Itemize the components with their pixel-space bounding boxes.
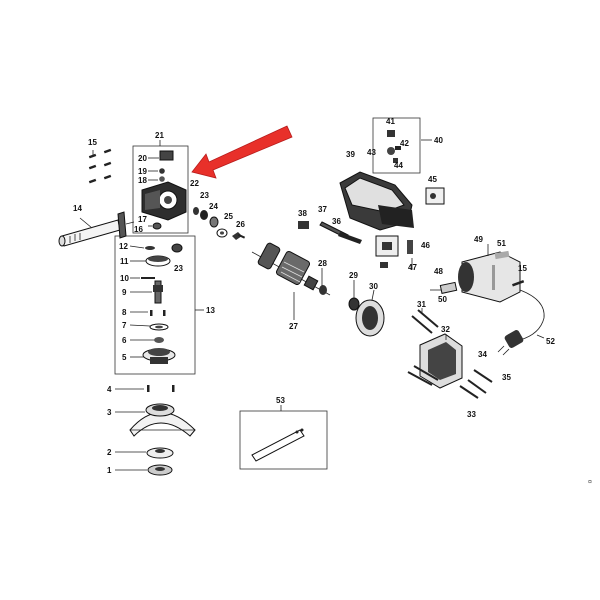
callout-9: 9 [122, 288, 127, 297]
label-51 [494, 250, 510, 260]
long-screws [407, 309, 493, 399]
callout-50: 50 [438, 295, 447, 304]
callout-28: 28 [318, 259, 327, 268]
leader-lines [79, 139, 545, 471]
callout-43: 43 [367, 148, 376, 157]
callout-labels: 15 21 20 19 18 22 23 14 17 16 24 25 26 1… [73, 117, 555, 475]
switch-lever [298, 221, 362, 244]
edge-mark: ¤ [588, 479, 592, 486]
callout-47: 47 [408, 263, 417, 272]
spindle-group-box [114, 235, 196, 375]
rear-housing [458, 251, 521, 303]
callout-39: 39 [346, 150, 355, 159]
callout-36: 36 [332, 217, 341, 226]
callout-24: 24 [209, 202, 218, 211]
callout-44: 44 [394, 161, 403, 170]
callout-18: 18 [138, 176, 147, 185]
callout-45: 45 [428, 175, 437, 184]
wheel-guard [129, 385, 196, 437]
callout-22: 22 [190, 179, 199, 188]
callout-23: 23 [200, 191, 209, 200]
callout-31: 31 [417, 300, 426, 309]
callout-51: 51 [497, 239, 506, 248]
baffle [355, 299, 385, 337]
callout-37: 37 [318, 205, 327, 214]
callout-33: 33 [467, 410, 476, 419]
outer-flange-nut [147, 464, 173, 476]
callout-32: 32 [441, 325, 450, 334]
switch-block [375, 187, 445, 268]
callout-27: 27 [289, 322, 298, 331]
callout-29: 29 [349, 271, 358, 280]
callout-17: 17 [138, 215, 147, 224]
callout-41: 41 [386, 117, 395, 126]
callout-46: 46 [421, 241, 430, 250]
switch-parts [387, 130, 401, 163]
screw-15-right [512, 280, 525, 287]
callout-49: 49 [474, 235, 483, 244]
callout-10: 10 [120, 274, 129, 283]
gear-housing [141, 181, 187, 221]
callout-5: 5 [122, 353, 127, 362]
callout-52: 52 [546, 337, 555, 346]
callout-16: 16 [134, 225, 143, 234]
callout-7: 7 [122, 321, 127, 330]
bearing-row [193, 207, 246, 240]
callout-26: 26 [236, 220, 245, 229]
side-handle [58, 211, 135, 247]
callout-42: 42 [400, 139, 409, 148]
bearing-16 [152, 222, 162, 230]
callout-20: 20 [138, 154, 147, 163]
switch-group-box [372, 117, 421, 174]
callout-30: 30 [369, 282, 378, 291]
highlight-arrow [191, 125, 293, 179]
callout-4: 4 [107, 385, 112, 394]
lock-button [159, 150, 174, 161]
spindle-group [141, 243, 183, 364]
wrench-group-box [239, 410, 328, 470]
spring-19 [159, 168, 165, 174]
callout-40: 40 [434, 136, 443, 145]
callout-1: 1 [107, 466, 112, 475]
callout-14: 14 [73, 204, 82, 213]
callout-3: 3 [107, 408, 112, 417]
callout-21: 21 [155, 131, 164, 140]
callout-38: 38 [298, 209, 307, 218]
callout-12: 12 [119, 242, 128, 251]
callout-8: 8 [122, 308, 127, 317]
callout-15: 15 [88, 138, 97, 147]
callout-35: 35 [502, 373, 511, 382]
callout-6: 6 [122, 336, 127, 345]
spanner-wrench [251, 428, 305, 462]
callout-2: 2 [107, 448, 112, 457]
label-50 [439, 281, 458, 294]
screws-left [88, 148, 112, 184]
stator-field [419, 333, 463, 389]
callout-15b: 15 [518, 264, 527, 273]
callout-23b: 23 [174, 264, 183, 273]
armature [251, 242, 331, 296]
bearing-29 [348, 297, 360, 311]
power-cord [497, 289, 545, 356]
callout-48: 48 [434, 267, 443, 276]
callout-19: 19 [138, 167, 147, 176]
washer-18 [159, 176, 165, 182]
callout-34: 34 [478, 350, 487, 359]
callout-11: 11 [120, 257, 129, 266]
callout-13: 13 [206, 306, 215, 315]
callout-53: 53 [276, 396, 285, 405]
motor-housing [339, 171, 414, 231]
gear-housing-group-box [132, 145, 189, 234]
callout-25: 25 [224, 212, 233, 221]
inner-flange [146, 447, 174, 459]
